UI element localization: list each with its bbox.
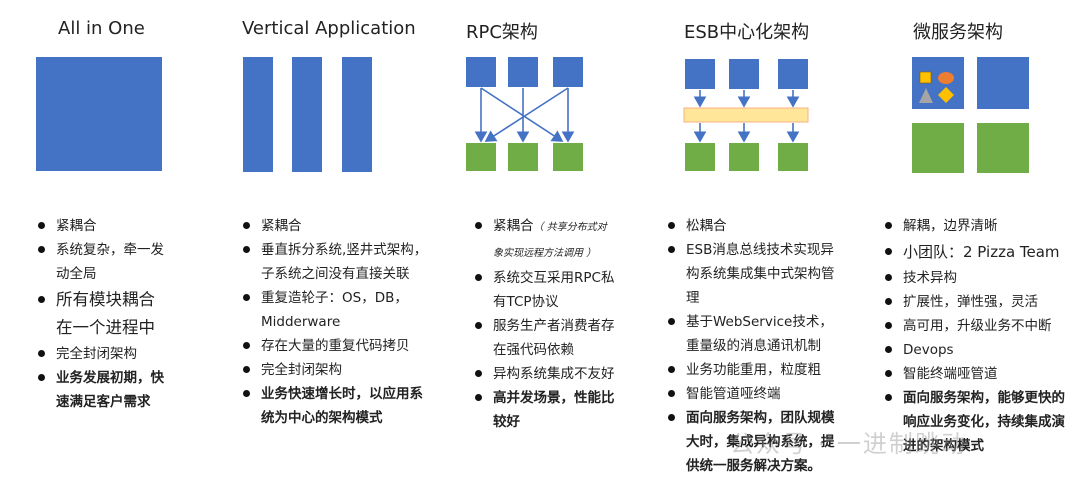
- list-item: 重复造轮子：OS，DB，Midderware: [243, 286, 433, 334]
- list-item: 扩展性，弹性强，灵活: [885, 290, 1065, 314]
- rpc-consumer-2: [508, 57, 538, 87]
- list-vertical-application: 紧耦合 垂直拆分系统,竖井式架构，子系统之间没有直接关联 重复造轮子：OS，DB…: [243, 214, 433, 430]
- rpc-arrows: [474, 87, 575, 143]
- esb-bus: [683, 107, 809, 123]
- micro-service-2: [977, 57, 1029, 109]
- esb-consumer-1: [685, 59, 715, 89]
- list-item: 基于WebService技术，重量级的消息通讯机制: [668, 310, 840, 358]
- list-item: 智能终端哑管道: [885, 362, 1065, 386]
- list-item: 高并发场景，性能比较好: [475, 386, 615, 434]
- esb-provider-3: [778, 143, 808, 171]
- title-vertical-application: Vertical Application: [242, 18, 416, 39]
- triangle-shape-icon: [919, 88, 933, 103]
- square-shape-icon: [919, 71, 932, 84]
- title-microservices: 微服务架构: [913, 22, 1003, 43]
- rpc-consumer-3: [553, 57, 583, 87]
- list-item: 小团队：2 Pizza Team: [885, 238, 1065, 266]
- list-all-in-one: 紧耦合 系统复杂，牵一发动全局 所有模块耦合在一个进程中 完全封闭架构 业务发展…: [38, 214, 168, 414]
- list-item: 面向服务架构，团队规模大时，集成异构系统，提供统一服务解决方案。: [668, 406, 840, 478]
- list-item: 松耦合: [668, 214, 840, 238]
- circle-shape-icon: [938, 72, 954, 84]
- rpc-provider-1: [466, 143, 496, 171]
- list-item: 技术异构: [885, 266, 1065, 290]
- rpc-consumer-1: [466, 57, 496, 87]
- esb-provider-2: [729, 143, 759, 171]
- list-item: 所有模块耦合在一个进程中: [38, 286, 168, 342]
- list-item: 垂直拆分系统,竖井式架构，子系统之间没有直接关联: [243, 238, 433, 286]
- list-item: 解耦，边界清晰: [885, 214, 1065, 238]
- list-item: 服务生产者消费者存在强代码依赖: [475, 314, 615, 362]
- esb-arrows: [693, 90, 800, 143]
- list-item: 高可用，升级业务不中断: [885, 314, 1065, 338]
- list-item: 系统复杂，牵一发动全局: [38, 238, 168, 286]
- vertical-block-3: [342, 57, 372, 172]
- list-item-note: （ 共享分布式对象实现远程方法调用 ）: [493, 222, 607, 259]
- rpc-provider-3: [553, 143, 583, 171]
- list-item: 存在大量的重复代码拷贝: [243, 334, 433, 358]
- esb-consumer-3: [778, 59, 808, 89]
- list-item: 业务快速增长时，以应用系统为中心的架构模式: [243, 382, 433, 430]
- title-esb: ESB中心化架构: [684, 22, 810, 43]
- list-item: 面向服务架构，能够更快的响应业务变化，持续集成演进的架构模式: [885, 386, 1065, 458]
- esb-provider-1: [685, 143, 715, 171]
- micro-service-4: [977, 123, 1029, 173]
- list-item: 业务功能重用，粒度粗: [668, 358, 840, 382]
- list-item: 紧耦合（ 共享分布式对象实现远程方法调用 ）: [475, 214, 615, 266]
- list-item: 智能管道哑终端: [668, 382, 840, 406]
- micro-service-3: [912, 123, 964, 173]
- list-rpc: 紧耦合（ 共享分布式对象实现远程方法调用 ） 系统交互采用RPC私有TCP协议 …: [475, 214, 615, 434]
- list-item: Devops: [885, 338, 1065, 362]
- esb-consumer-2: [729, 59, 759, 89]
- title-all-in-one: All in One: [58, 18, 145, 39]
- list-item: 完全封闭架构: [243, 358, 433, 382]
- list-item: 异构系统集成不友好: [475, 362, 615, 386]
- monolith-block: [36, 57, 162, 171]
- list-microservices: 解耦，边界清晰 小团队：2 Pizza Team 技术异构 扩展性，弹性强，灵活…: [885, 214, 1065, 458]
- list-item-text: 紧耦合: [493, 218, 534, 234]
- list-item: 系统交互采用RPC私有TCP协议: [475, 266, 615, 314]
- list-item: 紧耦合: [243, 214, 433, 238]
- diamond-shape-icon: [938, 87, 954, 103]
- vertical-block-1: [243, 57, 273, 172]
- list-item: ESB消息总线技术实现异构系统集成集中式架构管理: [668, 238, 840, 310]
- title-rpc: RPC架构: [466, 22, 538, 43]
- list-esb: 松耦合 ESB消息总线技术实现异构系统集成集中式架构管理 基于WebServic…: [668, 214, 840, 478]
- list-item: 业务发展初期，快速满足客户需求: [38, 366, 168, 414]
- rpc-provider-2: [508, 143, 538, 171]
- list-item: 紧耦合: [38, 214, 168, 238]
- vertical-block-2: [292, 57, 322, 172]
- watermark: 公众号 · 一进制跳动: [730, 430, 967, 458]
- list-item: 完全封闭架构: [38, 342, 168, 366]
